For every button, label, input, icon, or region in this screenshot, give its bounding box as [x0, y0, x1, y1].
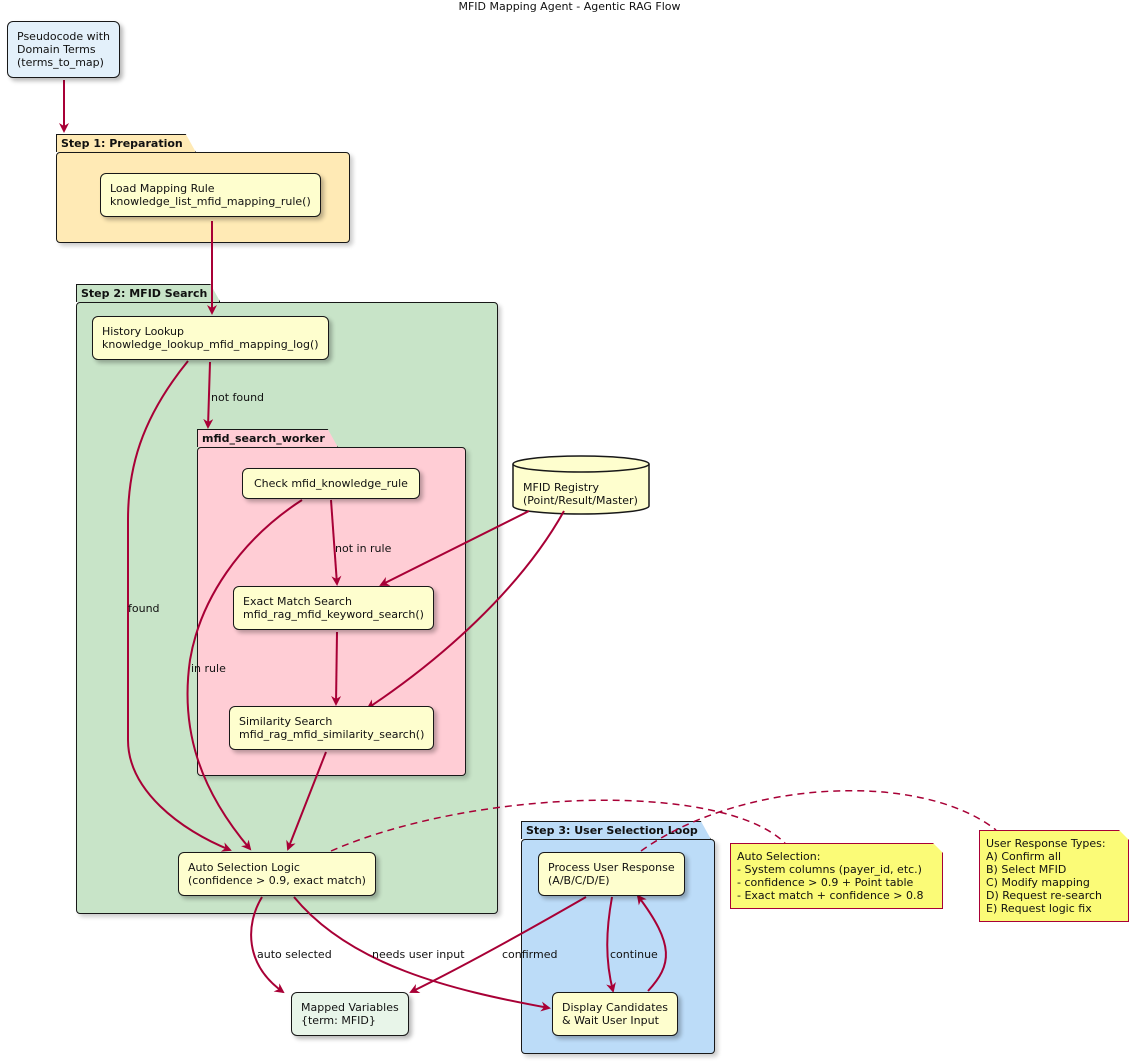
edge-process-confirmed [409, 896, 587, 993]
edge-registry-to-similarity [366, 510, 565, 710]
note-auto-selection: Auto Selection: - System columns (payer_… [730, 843, 943, 909]
node-history-lookup: History Lookup knowledge_lookup_mfid_map… [92, 316, 329, 360]
node-similarity-search: Similarity Search mfid_rag_mfid_similari… [229, 706, 435, 750]
package-tab-step3: Step 3: User Selection Loop [521, 821, 711, 839]
node-auto-selection-logic: Auto Selection Logic (confidence > 0.9, … [178, 852, 376, 896]
edge-label-needs-user-input: needs user input [372, 948, 465, 961]
edge-label-continue: continue [610, 948, 658, 961]
edge-auto-selected [250, 896, 285, 994]
edge-label-found: found [128, 602, 160, 615]
package-tab-step1: Step 1: Preparation [56, 134, 196, 152]
edge-label-confirmed: confirmed [502, 948, 558, 961]
edge-check-in-rule [186, 499, 303, 851]
note-link-user-response [640, 789, 997, 852]
note-link-auto-selection [330, 799, 786, 852]
edge-check-not-in-rule [330, 499, 342, 586]
node-input-pseudocode: Pseudocode with Domain Terms (terms_to_m… [7, 21, 120, 78]
edge-process-continue [606, 896, 616, 993]
node-process-user-response: Process User Response (A/B/C/D/E) [538, 852, 685, 896]
node-mapped-variables: Mapped Variables {term: MFID} [291, 992, 409, 1036]
edge-exact-to-similarity [331, 631, 342, 706]
edge-label-in-rule: in rule [191, 662, 226, 675]
edge-label-auto-selected: auto selected [257, 948, 332, 961]
edge-history-not-found [203, 361, 214, 429]
edge-needs-input [293, 896, 551, 1012]
package-tab-worker: mfid_search_worker [197, 429, 338, 447]
node-load-mapping-rule: Load Mapping Rule knowledge_list_mfid_ma… [100, 173, 321, 217]
diagram-title: MFID Mapping Agent - Agentic RAG Flow [458, 0, 681, 13]
edge-history-found [127, 360, 232, 852]
edge-label-not-found: not found [211, 391, 265, 404]
note-user-response-types: User Response Types: A) Confirm all B) S… [979, 830, 1129, 922]
edge-label-not-in-rule: not in rule [335, 542, 392, 555]
node-check-knowledge-rule: Check mfid_knowledge_rule [242, 468, 420, 499]
edge-display-to-process [636, 894, 667, 992]
edge-similarity-to-auto [286, 751, 327, 851]
mfid-registry-database [512, 455, 650, 515]
edge-registry-to-exact [379, 510, 530, 586]
mfid-registry-label: MFID Registry (Point/Result/Master) [523, 481, 638, 507]
node-exact-match-search: Exact Match Search mfid_rag_mfid_keyword… [233, 586, 434, 630]
node-display-candidates: Display Candidates & Wait User Input [552, 992, 679, 1036]
